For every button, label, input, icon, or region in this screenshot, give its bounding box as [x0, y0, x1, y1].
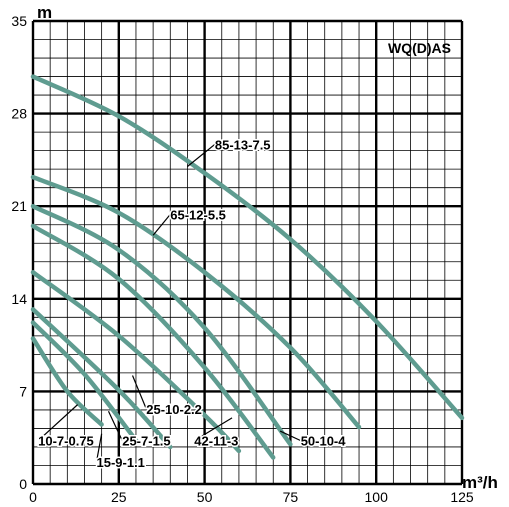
- series-labels: 85-13-7.5 65-12-5.5 50-10-4 42-11-3 25-10-2.…: [37, 136, 348, 471]
- x-axis-unit: m³/h: [462, 473, 498, 492]
- curve-50-10-4: [30, 203, 293, 447]
- leader-line-65-12-5.5: [152, 214, 171, 236]
- y-tick-label: 14: [11, 291, 27, 307]
- y-tick-label: 28: [11, 106, 27, 122]
- leader-line-15-9-1.1: [95, 433, 103, 462]
- curve-42-11-3: [30, 223, 276, 460]
- leader-line-42-11-3: [193, 417, 233, 442]
- series-label-10-7-0.75: 10-7-0.75: [38, 434, 94, 449]
- leader-line-10-7-0.75: [37, 404, 79, 442]
- tick-labels: 0 25 50 75 100 125 0 7 14 21 28 35: [11, 13, 473, 505]
- series-label-25-7-1.5: 25-7-1.5: [122, 434, 170, 449]
- series-label-50-10-4: 50-10-4: [301, 434, 347, 449]
- x-tick-label: 0: [29, 489, 37, 505]
- chart-title: WQ(D)AS: [388, 40, 451, 56]
- leader-line-50-10-4: [279, 430, 301, 442]
- grid-lines: [31, 19, 464, 486]
- leader-line-25-10-2.2: [131, 375, 147, 410]
- y-tick-label: 7: [19, 383, 27, 399]
- series-label-25-10-2.2: 25-10-2.2: [146, 402, 202, 417]
- curve-10-7-0.75: [30, 336, 104, 427]
- y-tick-label: 21: [11, 198, 27, 214]
- x-tick-label: 100: [365, 489, 389, 505]
- curve-15-9-1.1: [30, 320, 139, 443]
- leader-line-25-7-1.5: [107, 410, 123, 441]
- series-label-85-13-7.5: 85-13-7.5: [215, 137, 271, 152]
- label-leader-lines: [37, 143, 301, 462]
- leader-line-85-13-7.5: [187, 143, 216, 167]
- curve-65-12-5.5: [30, 174, 362, 430]
- curve-25-10-2.2: [30, 270, 242, 454]
- x-tick-label: 75: [283, 489, 299, 505]
- y-tick-label: 35: [11, 13, 27, 29]
- performance-curves: [30, 74, 465, 460]
- series-label-42-11-3: 42-11-3: [194, 434, 238, 449]
- x-tick-label: 25: [111, 489, 127, 505]
- curve-25-7-1.5: [30, 307, 173, 450]
- y-axis-unit: m: [37, 3, 52, 22]
- series-label-15-9-1.1: 15-9-1.1: [96, 455, 144, 470]
- series-label-65-12-5.5: 65-12-5.5: [170, 207, 226, 222]
- curve-85-13-7.5: [30, 74, 465, 421]
- y-tick-label: 0: [19, 476, 27, 492]
- x-tick-label: 50: [197, 489, 213, 505]
- x-tick-label: 125: [450, 489, 474, 505]
